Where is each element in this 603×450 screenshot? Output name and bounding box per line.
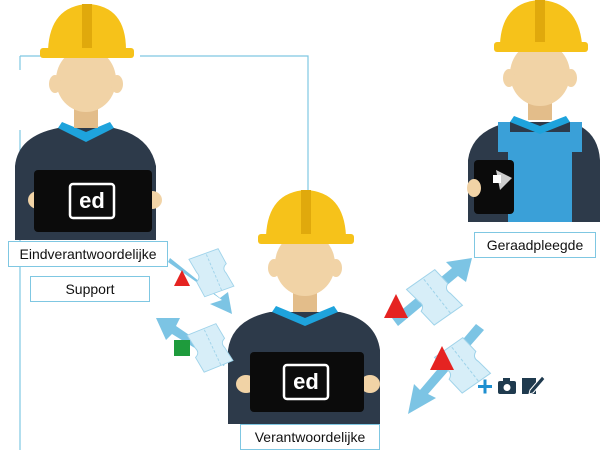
label-support: Support bbox=[30, 276, 150, 302]
label-verantwoordelijke: Verantwoordelijke bbox=[240, 424, 380, 450]
plus-icon bbox=[478, 379, 492, 394]
laptop-logo: ed bbox=[79, 188, 105, 213]
red-triangle-icon bbox=[430, 346, 454, 370]
person-eindverantwoordelijke: ed bbox=[15, 4, 162, 240]
flow-down-right bbox=[408, 324, 494, 414]
edit-icon bbox=[522, 375, 546, 395]
laptop-logo: ed bbox=[293, 369, 319, 394]
flow-down-left bbox=[168, 246, 236, 314]
label-eindverantwoordelijke: Eindverantwoordelijke bbox=[8, 241, 168, 267]
laptop: ed bbox=[34, 170, 152, 232]
camera-icon bbox=[498, 378, 516, 394]
action-icons bbox=[478, 375, 546, 395]
person-verantwoordelijke: ed bbox=[228, 190, 380, 424]
flow-up-left bbox=[156, 318, 235, 375]
person-geraadpleegde bbox=[467, 0, 600, 222]
laptop: ed bbox=[250, 352, 364, 412]
red-triangle-icon bbox=[384, 294, 408, 318]
flow-up-right bbox=[384, 258, 472, 330]
green-square-icon bbox=[174, 340, 190, 356]
label-geraadpleegde: Geraadpleegde bbox=[474, 232, 596, 258]
smartphone bbox=[474, 160, 514, 214]
red-triangle-icon bbox=[174, 270, 190, 286]
